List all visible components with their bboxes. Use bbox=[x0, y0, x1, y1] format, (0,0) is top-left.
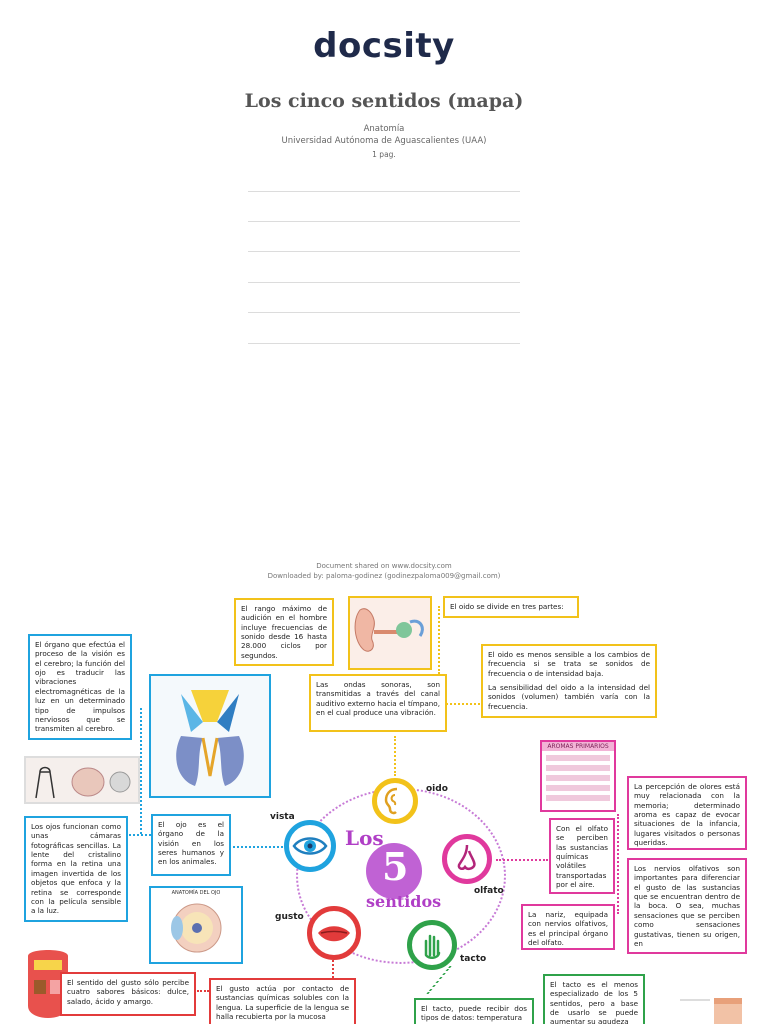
hand-icon bbox=[407, 920, 457, 970]
center-number: 5 bbox=[382, 844, 409, 889]
text-nariz: La nariz, equipada con nervios olfativos… bbox=[528, 910, 608, 948]
text-box-gusto-actua: El gusto actúa por contacto de sustancia… bbox=[209, 978, 356, 1024]
text-rango: El rango máximo de audición en el hombre… bbox=[241, 604, 327, 660]
document-university: Universidad Autónoma de Aguascalientes (… bbox=[281, 136, 487, 146]
divider bbox=[248, 343, 520, 344]
text-oido-divide: El oido se divide en tres partes: bbox=[450, 602, 564, 611]
document-title: Los cinco sentidos (mapa) bbox=[244, 90, 524, 112]
docsity-logo[interactable]: docsity bbox=[0, 26, 768, 66]
eye-icon bbox=[284, 820, 336, 872]
text-oido-sensible-1: El oido es menos sensible a los cambios … bbox=[488, 650, 650, 678]
divider bbox=[248, 191, 520, 192]
tongue-image bbox=[24, 946, 72, 1024]
text-box-organo-vision: El órgano que efectúa el proceso de la v… bbox=[28, 634, 132, 740]
connector bbox=[233, 846, 283, 848]
text-box-tacto-especializado: El tacto es el menos especializado de lo… bbox=[543, 974, 645, 1024]
label-oido: oido bbox=[426, 784, 448, 794]
text-ojos-funcionan: Los ojos funcionan como unas cámaras fot… bbox=[31, 822, 121, 916]
text-percepcion: La percepción de olores está muy relacio… bbox=[634, 782, 740, 848]
connector bbox=[197, 990, 209, 992]
center-five-circle bbox=[366, 843, 422, 899]
text-nervios: Los nervios olfativos son importantes pa… bbox=[634, 864, 740, 948]
divider bbox=[248, 251, 520, 252]
ear-icon bbox=[372, 778, 418, 824]
center-title-sentidos: sentidos bbox=[366, 892, 442, 911]
text-box-olfato-sustancias: Con el olfato se perciben las sustancias… bbox=[549, 818, 615, 894]
label-tacto: tacto bbox=[460, 954, 487, 964]
text-box-ondas-sonoras: Las ondas sonoras, son transmitidas a tr… bbox=[309, 674, 447, 732]
text-box-oido-divide: El oido se divide en tres partes: bbox=[443, 596, 579, 618]
text-box-tacto-datos: El tacto, puede recibir dos tipos de dat… bbox=[414, 998, 534, 1024]
visual-pathway-image bbox=[149, 674, 271, 798]
concept-map: Los 5 sentidos oido vista olfato gusto bbox=[0, 588, 768, 1024]
center-title-los: Los bbox=[345, 826, 384, 850]
document-pages: 1 pag. bbox=[372, 150, 396, 159]
connector bbox=[617, 814, 619, 914]
text-box-nariz: La nariz, equipada con nervios olfativos… bbox=[521, 904, 615, 950]
skin-layers-image bbox=[676, 992, 748, 1024]
text-box-oido-sensibilidad: El oido es menos sensible a los cambios … bbox=[481, 644, 657, 718]
connector bbox=[129, 834, 151, 836]
eye-camera-image bbox=[24, 756, 140, 804]
eye-anatomy-title: ANATOMÍA DEL OJO bbox=[171, 890, 221, 896]
text-tacto-dos: El tacto, puede recibir dos tipos de dat… bbox=[421, 1004, 527, 1023]
text-tacto-menos: El tacto es el menos especializado de lo… bbox=[550, 980, 638, 1024]
document-subject: Anatomía bbox=[363, 124, 405, 134]
divider bbox=[248, 312, 520, 313]
mouth-icon bbox=[307, 906, 361, 960]
label-gusto: gusto bbox=[275, 912, 304, 922]
text-olfato-sustancias: Con el olfato se perciben las sustancias… bbox=[556, 824, 608, 890]
ear-anatomy-image bbox=[348, 596, 432, 670]
text-box-ojos-funcionan: Los ojos funcionan como unas cámaras fot… bbox=[24, 816, 128, 922]
divider bbox=[248, 221, 520, 222]
text-box-percepcion-olores: La percepción de olores está muy relacio… bbox=[627, 776, 747, 850]
text-box-rango-audicion: El rango máximo de audición en el hombre… bbox=[234, 598, 334, 666]
text-box-ojo-organo: El ojo es el órgano de la visión en los … bbox=[151, 814, 231, 876]
text-gusto-cuatro: El sentido del gusto sólo percibe cuatro… bbox=[67, 978, 189, 1006]
connector bbox=[496, 859, 548, 861]
logo-text: docsity bbox=[313, 26, 455, 66]
text-box-nervios-olfativos: Los nervios olfativos son importantes pa… bbox=[627, 858, 747, 954]
connector bbox=[332, 960, 334, 978]
connector bbox=[140, 708, 142, 834]
aromas-title: AROMAS PRIMARIOS bbox=[542, 742, 614, 751]
text-box-gusto-sabores: El sentido del gusto sólo percibe cuatro… bbox=[60, 972, 196, 1016]
shared-notice: Document shared on www.docsity.com bbox=[316, 562, 452, 570]
aromas-primarios-chart: AROMAS PRIMARIOS bbox=[540, 740, 616, 812]
text-organo: El órgano que efectúa el proceso de la v… bbox=[35, 640, 125, 734]
text-oido-sensible-2: La sensibilidad del oido a la intensidad… bbox=[488, 683, 650, 711]
download-notice: Downloaded by: paloma-godinez (godinezpa… bbox=[267, 572, 501, 580]
text-ondas: Las ondas sonoras, son transmitidas a tr… bbox=[316, 680, 440, 718]
nose-icon bbox=[442, 834, 492, 884]
eye-anatomy-image: ANATOMÍA DEL OJO bbox=[149, 886, 243, 964]
divider bbox=[248, 282, 520, 283]
label-olfato: olfato bbox=[474, 886, 504, 896]
text-gusto-actua: El gusto actúa por contacto de sustancia… bbox=[216, 984, 349, 1022]
connector bbox=[446, 703, 480, 705]
connector bbox=[394, 736, 396, 776]
connector bbox=[426, 966, 488, 994]
label-vista: vista bbox=[270, 812, 295, 822]
text-ojo-organo: El ojo es el órgano de la visión en los … bbox=[158, 820, 224, 867]
connector bbox=[438, 606, 440, 674]
